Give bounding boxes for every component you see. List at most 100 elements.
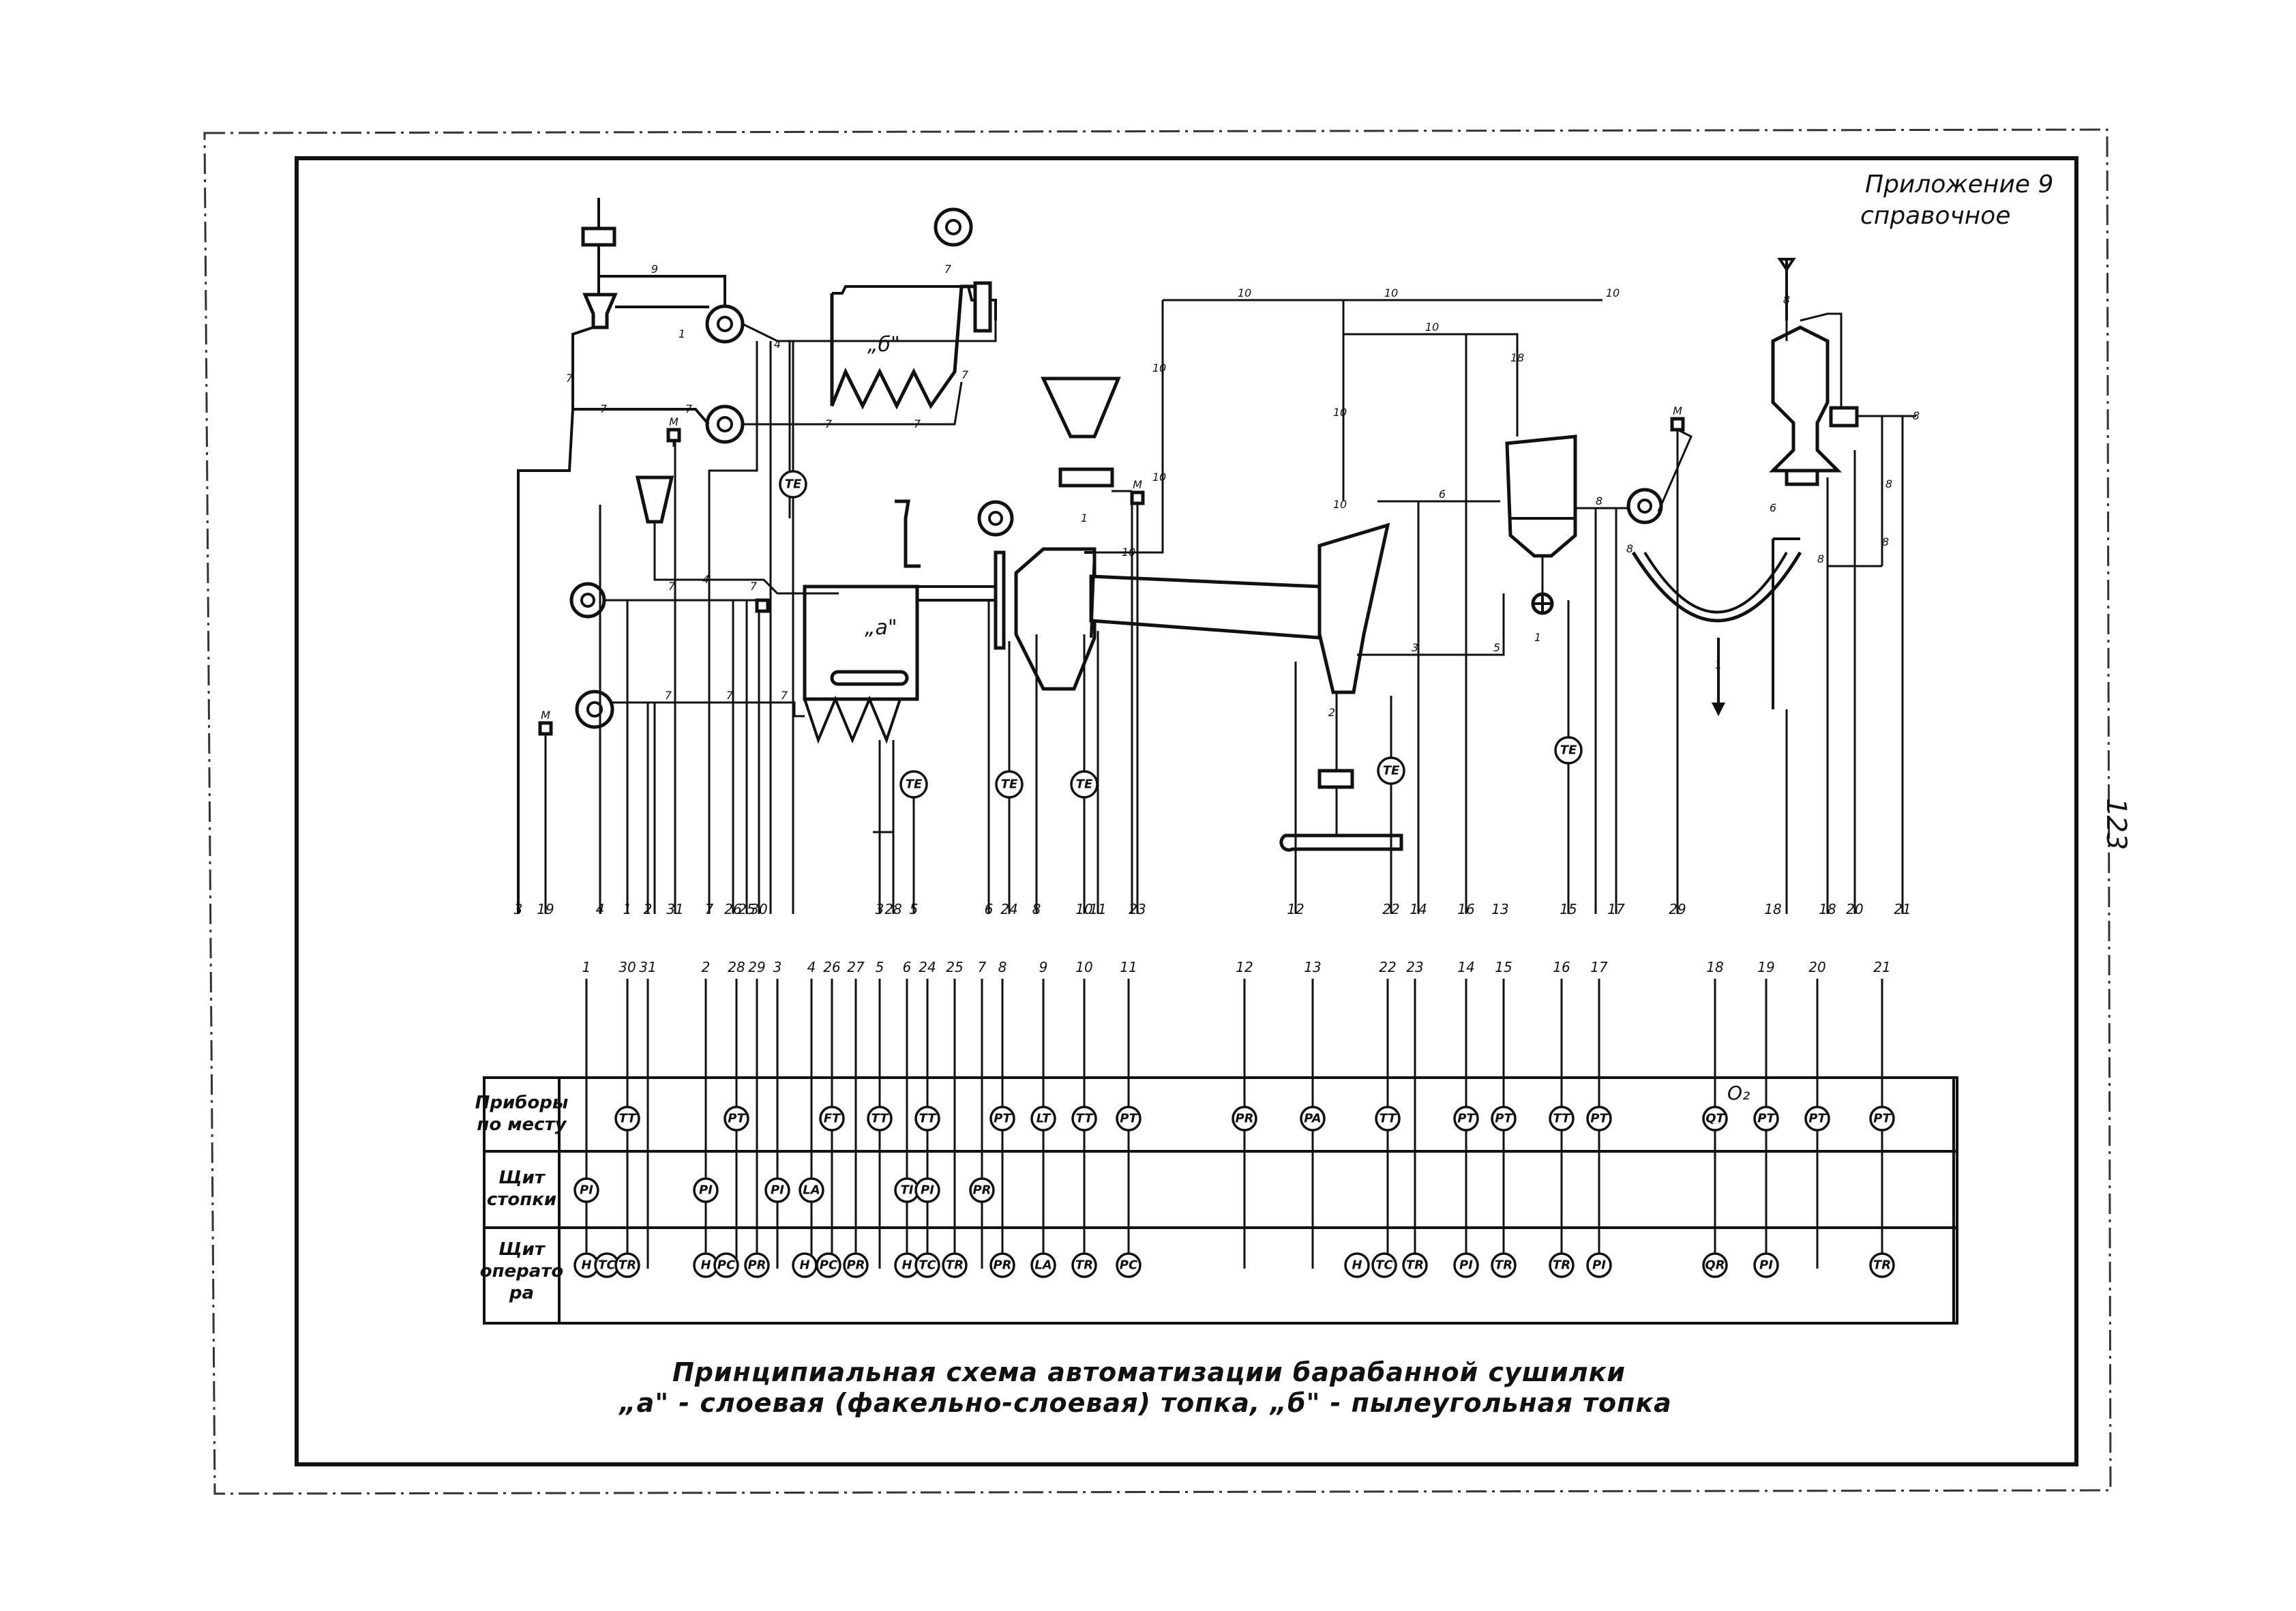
fan-top-hub	[717, 316, 733, 332]
instrument-code: TC	[598, 1258, 616, 1273]
instrument-bubble	[1116, 1252, 1142, 1278]
instrument-bubble	[867, 1106, 893, 1132]
panel-column-number: 16	[1553, 959, 1570, 975]
signal-label: 7	[685, 402, 693, 415]
filter-to-scrubber	[1772, 537, 1800, 709]
furnace-a-hoppers	[803, 695, 901, 744]
discharge-feeder	[1317, 769, 1354, 789]
instrument-code: TT	[1380, 1112, 1398, 1126]
field-line-number: 12	[1287, 901, 1304, 917]
signal-label: 4	[774, 338, 781, 351]
signal-label: 5	[1493, 641, 1500, 654]
signal-label: 4	[702, 573, 709, 586]
field-line-number: 3	[514, 901, 523, 917]
te-5-label: TE	[1383, 764, 1400, 778]
instrument-code: H	[1352, 1258, 1362, 1273]
row-label-operator-3: ра	[509, 1283, 534, 1303]
instrument-bubble	[1453, 1252, 1479, 1278]
row-label-field-1: Приборы	[475, 1093, 569, 1113]
flue-to-chamber	[917, 585, 996, 602]
panel-column-number: 24	[919, 959, 936, 975]
instrument-bubble	[1491, 1106, 1517, 1132]
filter-valve	[1829, 406, 1859, 428]
instrument-bubble	[744, 1252, 770, 1278]
fan-chamber-hub	[988, 511, 1003, 526]
instrument-code: PR	[972, 1183, 991, 1198]
panel-column-number: 17	[1590, 959, 1608, 975]
panel-column-number: 25	[946, 959, 963, 975]
instrument-bubble	[573, 1177, 599, 1203]
instrument-code: TR	[1075, 1258, 1093, 1273]
valve-furnace-a	[755, 598, 770, 613]
instrument-bubble	[914, 1106, 940, 1132]
panel-column-number: 19	[1757, 959, 1774, 975]
table-frame	[483, 1076, 1958, 1325]
field-line-number: 23	[1129, 901, 1146, 917]
signal-label: 10	[1384, 286, 1398, 299]
fan-middle	[705, 404, 745, 444]
instrument-bubble	[1344, 1252, 1370, 1278]
stack-antenna	[1777, 258, 1796, 321]
panel-column-number: 26	[823, 959, 840, 975]
panel-column-number: 10	[1075, 959, 1092, 975]
row-label-stopka-2: стопки	[487, 1189, 556, 1210]
instrument-code: PR	[747, 1258, 766, 1273]
instrument-code: PT	[1457, 1112, 1476, 1126]
instrument-code: PT	[994, 1112, 1012, 1126]
field-line-number: 22	[1382, 901, 1399, 917]
furnace-a-label: „а"	[865, 616, 897, 640]
instrument-code: PA	[1304, 1112, 1321, 1126]
signal-label: 7	[750, 580, 758, 593]
signal-label: 10	[1238, 286, 1251, 299]
instrument-code: PC	[1120, 1258, 1138, 1273]
row-label-field-2: по месту	[477, 1114, 567, 1135]
signal-label: 8	[1596, 494, 1602, 507]
field-line-number: 18	[1819, 901, 1836, 917]
signal-label: 3	[1412, 641, 1418, 654]
instrument-bubble	[816, 1252, 841, 1278]
instrument-code: PI	[921, 1183, 934, 1198]
signal-label: 8	[1885, 477, 1892, 490]
wet-scrubber	[1631, 551, 1802, 623]
signal-label: 10	[1122, 546, 1135, 559]
instrument-bubble	[1232, 1106, 1257, 1132]
signal-label: 7	[914, 417, 921, 430]
instrument-code: TT	[919, 1112, 938, 1126]
field-line-number: 19	[537, 901, 554, 917]
instrument-bubble	[1586, 1106, 1612, 1132]
motor-markers: M M M M	[538, 404, 1685, 736]
panel-column-number: 5	[876, 959, 884, 975]
signal-label: 1	[679, 327, 685, 340]
panel-column-number: 14	[1457, 959, 1474, 975]
instrument-bubble	[693, 1177, 719, 1203]
motor-fan-middle	[666, 428, 681, 443]
field-line-number: 18	[1764, 901, 1781, 917]
field-line-number: 25	[738, 901, 755, 917]
instrument-bubble	[1491, 1252, 1517, 1278]
cyclone	[1505, 434, 1577, 558]
field-line-number: 2	[644, 901, 653, 917]
signal-label: 8	[1817, 552, 1824, 565]
furnace-b	[830, 284, 975, 410]
te-3-label: TE	[1001, 778, 1018, 792]
instrument-bubble	[799, 1177, 824, 1203]
instrument-bubble	[1702, 1252, 1728, 1278]
instrument-bubble	[1116, 1106, 1142, 1132]
te-6-label: TE	[1560, 743, 1577, 758]
fan-pulverized-hub	[945, 219, 961, 235]
field-line-number: 15	[1560, 901, 1577, 917]
motor-fan-middle-label: M	[669, 415, 679, 428]
instrument-bubble	[1753, 1106, 1779, 1132]
panel-column-number: 15	[1495, 959, 1512, 975]
caption-line-2: „а" - слоевая (факельно-слоевая) топка, …	[618, 1388, 1672, 1418]
panel-column-number: 4	[807, 959, 816, 975]
panel-column-number: 30	[618, 959, 636, 975]
instrument-bubble	[1753, 1252, 1779, 1278]
te-5	[1377, 756, 1405, 785]
instrument-code: PT	[1590, 1112, 1609, 1126]
instrument-bubble	[1586, 1252, 1612, 1278]
instrument-bubble	[914, 1252, 940, 1278]
instrument-code: PT	[1873, 1112, 1892, 1126]
